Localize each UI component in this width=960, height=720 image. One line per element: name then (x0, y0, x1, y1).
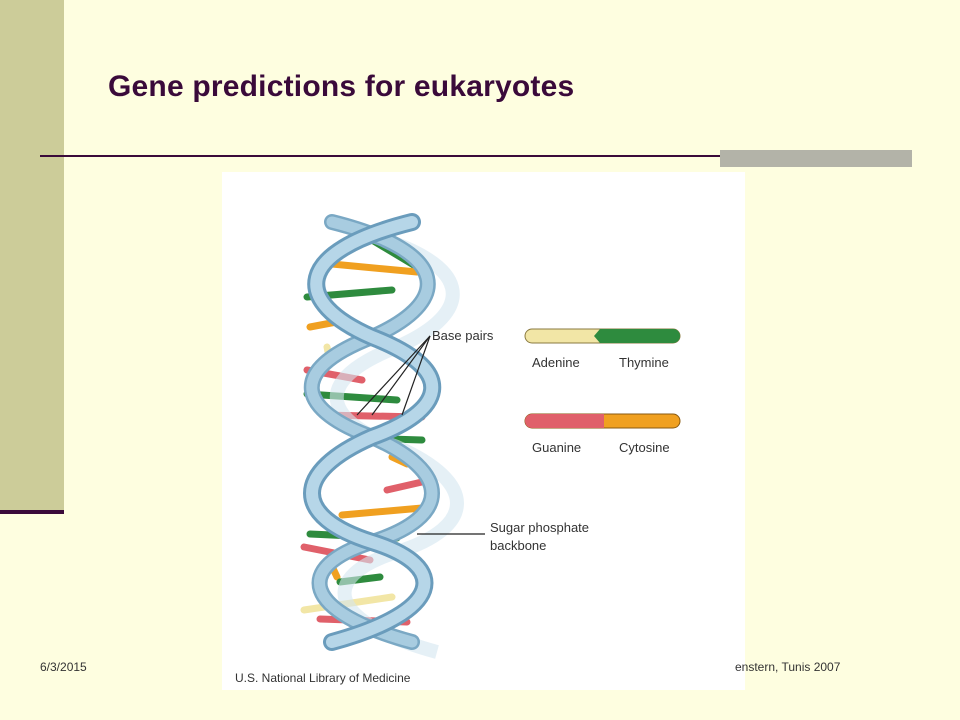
slide-title: Gene predictions for eukaryotes (108, 70, 575, 103)
backbone-label-line2: backbone (490, 538, 546, 553)
legend-guanine: Guanine (532, 440, 581, 455)
backbone-label-line1: Sugar phosphate (490, 520, 589, 535)
dna-figure: Base pairs Sugar phosphate backbone Aden… (222, 172, 745, 690)
footer-credit: enstern, Tunis 2007 (735, 660, 841, 674)
front-backbone-highlight (306, 216, 439, 648)
title-rule (40, 155, 912, 157)
legend-adenine: Adenine (532, 355, 580, 370)
legend-gc: Guanine Cytosine (524, 413, 681, 455)
legend-cytosine: Cytosine (619, 440, 670, 455)
footer-date: 6/3/2015 (40, 660, 87, 674)
side-bar (0, 0, 64, 510)
base-pairs-label: Base pairs (432, 328, 494, 343)
base-pairs-pointer (356, 335, 431, 416)
title-rule-accent (720, 150, 912, 167)
legend-thymine: Thymine (619, 355, 669, 370)
dna-helix-illustration: Base pairs Sugar phosphate backbone Aden… (235, 213, 681, 685)
side-bar-cap (0, 510, 64, 514)
legend-at: Adenine Thymine (524, 328, 681, 370)
figure-credit: U.S. National Library of Medicine (235, 671, 411, 685)
